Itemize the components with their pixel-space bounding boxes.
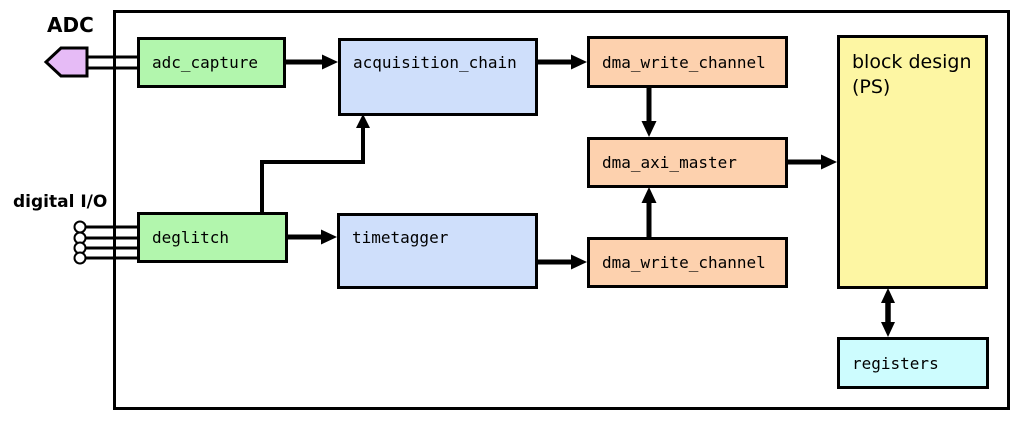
arrowhead <box>881 322 895 337</box>
block-registers: registers <box>837 337 989 389</box>
block-deglitch: deglitch <box>137 212 288 263</box>
block-adc-capture: adc_capture <box>137 37 286 88</box>
arrowhead <box>571 54 587 70</box>
adc-port-label: ADC <box>47 13 94 37</box>
block-label: dma_write_channel <box>602 253 766 272</box>
fpga-boundary-border <box>113 10 1010 410</box>
block-timetagger: timetagger <box>337 213 538 289</box>
block-label: timetagger <box>352 228 449 247</box>
block-label: acquisition_chain <box>353 53 517 72</box>
arrowhead <box>321 229 337 245</box>
arrowhead <box>641 187 657 203</box>
arrowhead <box>881 288 895 303</box>
block-label-line2: (PS) <box>852 76 891 98</box>
arrowhead <box>356 114 370 128</box>
arrowhead <box>821 154 837 170</box>
arrow-deglitch-to-acquisition-chain <box>260 127 365 212</box>
dio-pin-icon-4 <box>73 251 87 265</box>
block-label-line1: block design <box>852 51 972 73</box>
block-acquisition-chain: acquisition_chain <box>338 38 538 116</box>
block-design-ps: block design (PS) <box>837 35 988 289</box>
block-label: dma_write_channel <box>602 52 766 72</box>
arrowhead <box>641 121 657 137</box>
digital-io-label: digital I/O <box>13 192 108 212</box>
dio-pin-icon-1 <box>73 220 87 234</box>
block-dma-write-channel-top: dma_write_channel <box>587 36 788 88</box>
adc-port-icon <box>43 46 89 78</box>
arrowhead <box>571 254 587 270</box>
block-dma-write-channel-bottom: dma_write_channel <box>587 237 788 288</box>
block-label: adc_capture <box>152 53 258 72</box>
block-label: registers <box>852 353 939 373</box>
arrowhead <box>322 54 338 70</box>
block-label: deglitch <box>152 228 230 247</box>
block-dma-axi-master: dma_axi_master <box>587 137 788 188</box>
block-label: dma_axi_master <box>602 153 737 172</box>
